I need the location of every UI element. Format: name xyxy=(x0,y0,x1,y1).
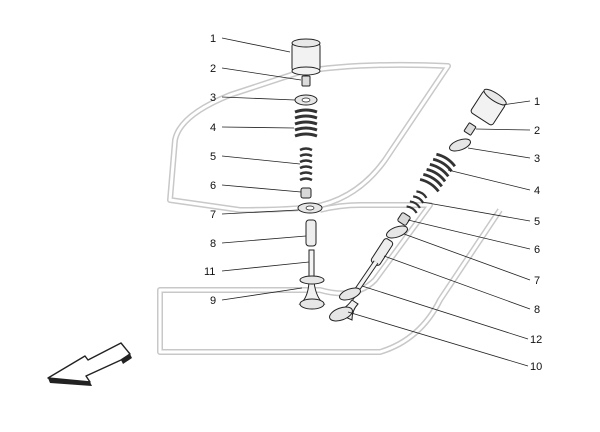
right-valve-assembly xyxy=(329,88,507,322)
right-callout-6: 6 xyxy=(534,244,540,256)
right-callout-4: 4 xyxy=(534,185,540,197)
right-inner-spring xyxy=(406,190,428,214)
right-callout-5: 5 xyxy=(534,216,540,228)
right-tappet-bucket xyxy=(470,88,507,126)
right-callouts: 1 2 3 4 5 6 7 8 12 10 xyxy=(347,96,542,373)
left-callout-1: 1 xyxy=(210,33,216,45)
right-valve xyxy=(329,260,379,322)
left-valve-guide xyxy=(305,219,317,247)
right-callout-3: 3 xyxy=(534,153,540,165)
left-callout-4: 4 xyxy=(210,122,216,134)
left-callouts: 1 2 3 4 5 6 7 8 11 9 xyxy=(204,33,310,307)
left-callout-9: 9 xyxy=(210,295,216,307)
right-callout-8: 8 xyxy=(534,304,540,316)
left-callout-11: 11 xyxy=(204,266,215,278)
left-inner-spring xyxy=(299,147,313,182)
left-valve-assembly xyxy=(291,38,326,310)
left-callout-6: 6 xyxy=(210,180,216,192)
left-valve xyxy=(298,249,326,310)
left-outer-spring xyxy=(294,108,318,138)
left-valve-seal xyxy=(300,187,312,199)
right-spring-retainer xyxy=(449,138,471,152)
right-callout-10: 10 xyxy=(530,361,542,373)
right-callout-12: 12 xyxy=(530,334,542,346)
right-outer-spring xyxy=(419,152,456,193)
right-valve-cotter xyxy=(463,122,477,136)
front-direction-arrow-icon xyxy=(47,342,132,386)
left-callout-8: 8 xyxy=(210,238,216,250)
left-tappet-bucket xyxy=(291,38,321,76)
left-spring-retainer xyxy=(294,94,318,106)
right-callout-2: 2 xyxy=(534,125,540,137)
right-callout-1: 1 xyxy=(534,96,540,108)
right-valve-seal xyxy=(397,212,411,226)
right-callout-7: 7 xyxy=(534,275,540,287)
left-valve-cotter xyxy=(301,75,311,87)
right-spring-seat xyxy=(386,225,408,239)
left-spring-seat xyxy=(297,202,323,214)
left-callout-3: 3 xyxy=(210,92,216,104)
left-callout-2: 2 xyxy=(210,63,216,75)
left-callout-5: 5 xyxy=(210,151,216,163)
left-callout-7: 7 xyxy=(210,209,216,221)
